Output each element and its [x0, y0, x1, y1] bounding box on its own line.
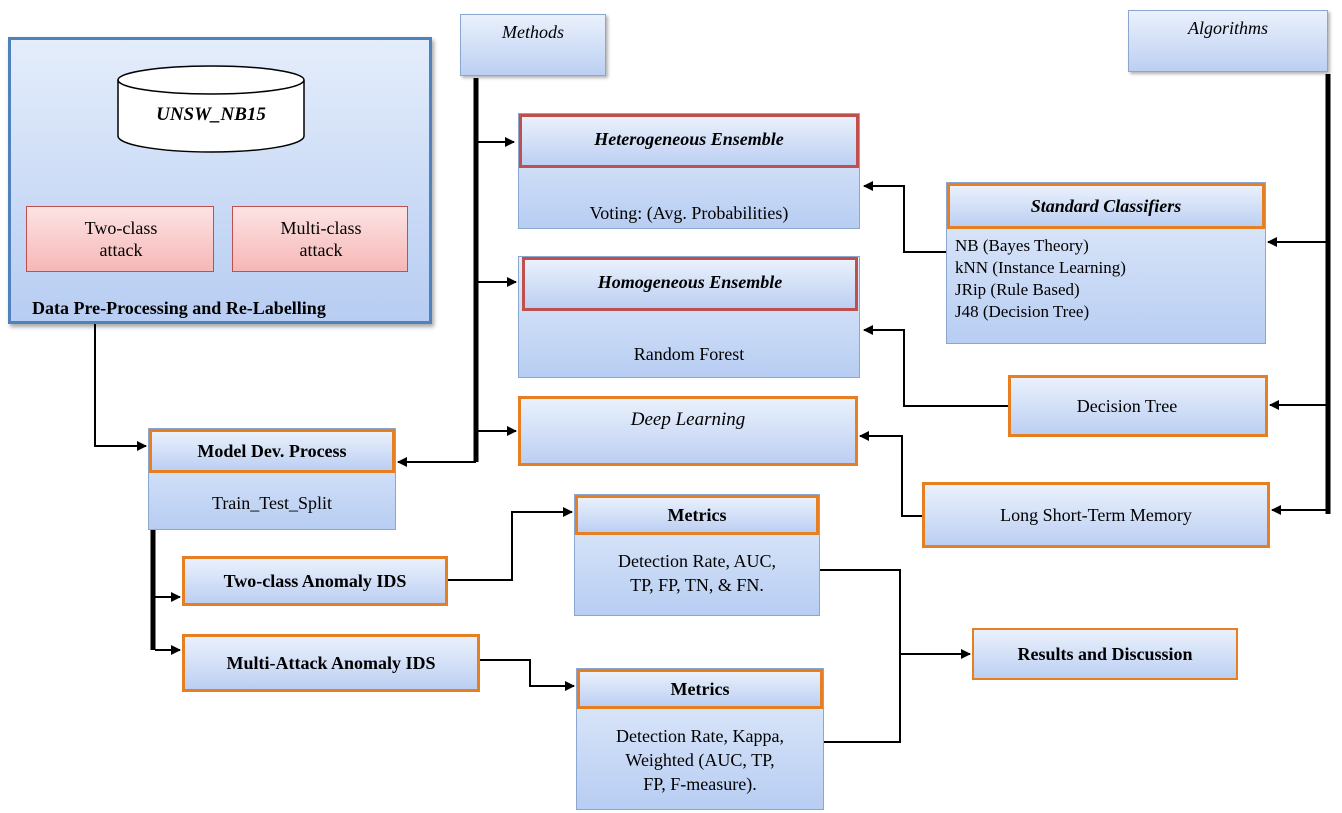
standard-classifiers-box: Standard Classifiers NB (Bayes Theory) k… [946, 182, 1266, 344]
homogeneous-detail: Random Forest [633, 344, 745, 364]
two-class-ids-label: Two-class Anomaly IDS [223, 570, 407, 591]
two-class-attack-label: Two-class attack [84, 218, 158, 260]
metrics-multi-attack-line: FP, F-measure). [643, 774, 757, 794]
lstm-label: Long Short-Term Memory [1000, 504, 1192, 525]
model-dev-box: Model Dev. Process Train_Test_Split [148, 428, 396, 530]
heterogeneous-detail: Voting: (Avg. Probabilities) [589, 203, 789, 223]
metrics-two-class-box: Metrics Detection Rate, AUC, TP, FP, TN,… [574, 494, 820, 616]
methods-title: Methods [502, 21, 564, 42]
metrics-multi-attack-line: Detection Rate, Kappa, [616, 726, 784, 746]
decision-tree-label: Decision Tree [1076, 395, 1178, 416]
multi-class-attack-label: Multi-class attack [280, 218, 362, 260]
heterogeneous-ensemble-box: Heterogeneous Ensemble Voting: (Avg. Pro… [518, 113, 860, 229]
metrics-two-class-line: Detection Rate, AUC, [618, 551, 776, 571]
metrics-multi-attack-title: Metrics [670, 678, 730, 699]
multi-attack-ids-box: Multi-Attack Anomaly IDS [182, 634, 480, 692]
metrics-multi-attack-box: Metrics Detection Rate, Kappa, Weighted … [576, 668, 824, 810]
metrics-two-class-title: Metrics [667, 504, 727, 525]
heterogeneous-title: Heterogeneous Ensemble [594, 128, 784, 149]
deep-learning-box: Deep Learning [518, 396, 858, 466]
classifier-item: NB (Bayes Theory) [955, 236, 1089, 255]
multi-class-attack-box: Multi-class attack [232, 206, 408, 272]
lstm-box: Long Short-Term Memory [922, 482, 1270, 548]
preprocessing-caption: Data Pre-Processing and Re-Labelling [32, 298, 326, 318]
dataset-label: UNSW_NB15 [156, 104, 266, 125]
classifier-list: NB (Bayes Theory) kNN (Instance Learning… [955, 235, 1126, 323]
database-cylinder-icon [117, 65, 305, 153]
model-dev-header: Model Dev. Process [149, 429, 395, 473]
metrics-multi-attack-line: Weighted (AUC, TP, [625, 750, 775, 770]
algorithms-header: Algorithms [1128, 10, 1328, 72]
deep-learning-title: Deep Learning [630, 409, 746, 430]
classifier-item: JRip (Rule Based) [955, 280, 1080, 299]
results-label: Results and Discussion [1017, 643, 1193, 664]
metrics-two-class-header: Metrics [575, 495, 819, 535]
standard-classifiers-title: Standard Classifiers [1030, 195, 1182, 216]
preprocessing-caption-clip: Data Pre-Processing and Re-Labelling [11, 298, 429, 320]
connectors [94, 74, 1331, 743]
decision-tree-box: Decision Tree [1008, 375, 1268, 437]
metrics-multi-attack-header: Metrics [577, 669, 823, 709]
homogeneous-ensemble-box: Homogeneous Ensemble Random Forest [518, 256, 860, 378]
algorithms-title: Algorithms [1187, 17, 1268, 38]
metrics-two-class-line: TP, FP, TN, & FN. [630, 575, 764, 595]
multi-attack-ids-label: Multi-Attack Anomaly IDS [226, 652, 436, 673]
model-dev-title: Model Dev. Process [197, 440, 347, 461]
homogeneous-title: Homogeneous Ensemble [597, 271, 783, 292]
methods-header: Methods [460, 14, 606, 76]
classifier-item: J48 (Decision Tree) [955, 302, 1090, 321]
standard-classifiers-header: Standard Classifiers [947, 183, 1265, 229]
homogeneous-header: Homogeneous Ensemble [522, 257, 858, 311]
two-class-ids-box: Two-class Anomaly IDS [182, 556, 448, 606]
heterogeneous-header: Heterogeneous Ensemble [519, 114, 859, 168]
model-dev-detail: Train_Test_Split [211, 493, 333, 513]
results-box: Results and Discussion [972, 628, 1238, 680]
classifier-item: kNN (Instance Learning) [955, 258, 1126, 277]
two-class-attack-box: Two-class attack [26, 206, 214, 272]
